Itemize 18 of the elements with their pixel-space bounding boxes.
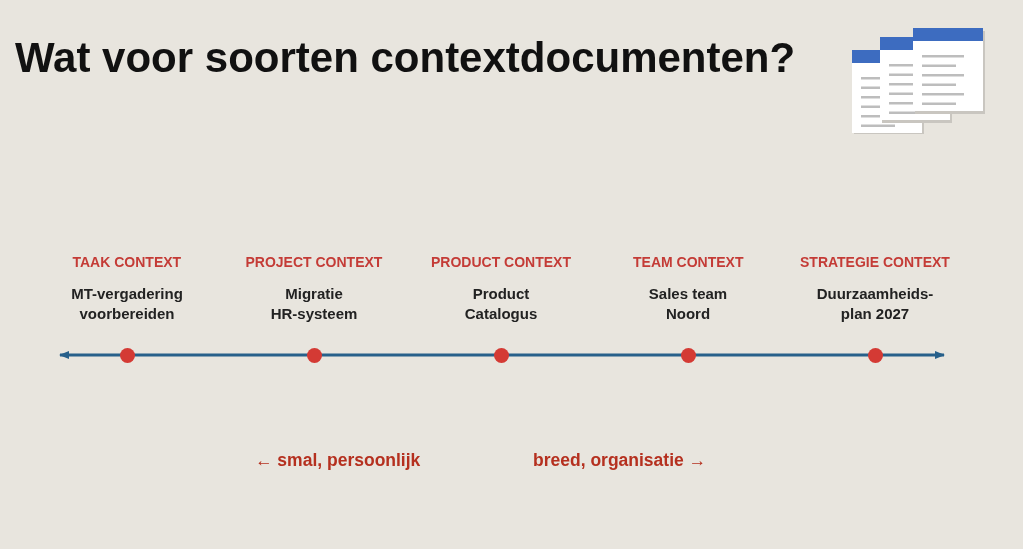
context-heading: PROJECT CONTEXT <box>245 253 383 271</box>
timeline-dot <box>306 347 322 363</box>
direction-note: ← smal, persoonlijk <box>255 449 421 471</box>
slide-title: Wat voor soorten contextdocumenten? <box>15 34 796 82</box>
context-heading: STRATEGIE CONTEXT <box>800 253 950 271</box>
direction-note: breed, organisatie → <box>533 449 707 471</box>
example-text: Sales team Noord <box>647 284 729 324</box>
timeline-dot <box>680 347 696 363</box>
context-heading: PRODUCT CONTEXT <box>431 253 571 271</box>
example-text: MT-vergadering voorbereiden <box>70 284 184 324</box>
timeline-dot <box>867 347 883 363</box>
example-text: Migratie HR-systeem <box>269 284 359 324</box>
example-text: Product Catalogus <box>463 284 539 324</box>
example-text: Duurzaamheids- plan 2027 <box>815 284 935 324</box>
timeline-dot <box>119 347 135 363</box>
context-heading: TAAK CONTEXT <box>72 253 182 271</box>
timeline-dot <box>493 347 509 363</box>
context-heading: TEAM CONTEXT <box>633 253 744 271</box>
